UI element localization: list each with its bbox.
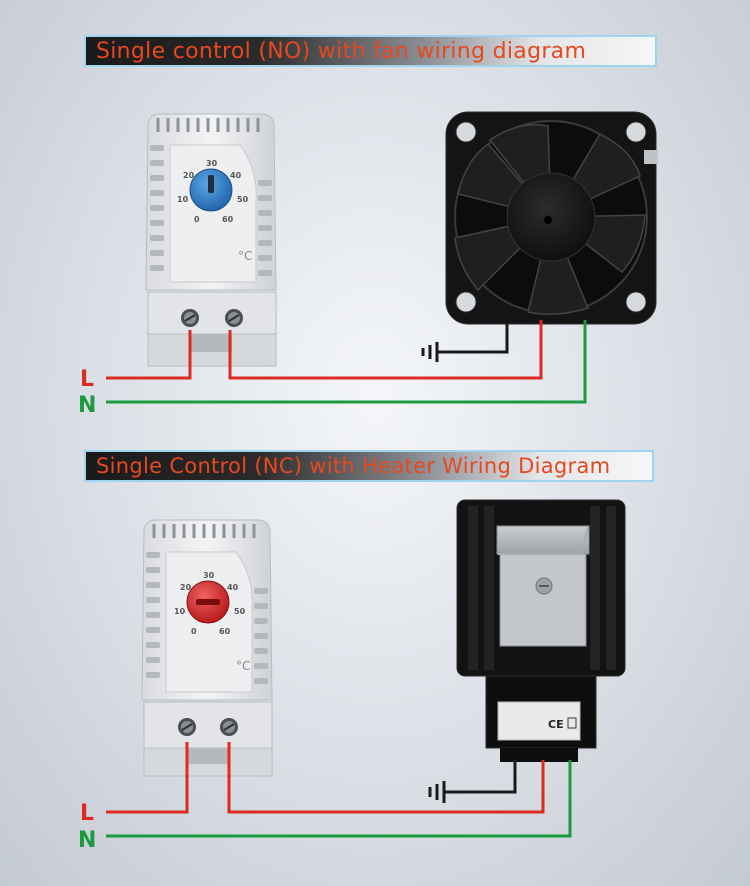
thermostat-no: 20 30 40 10 50 0 60 °C — [145, 113, 277, 367]
live-wire-in — [106, 330, 192, 380]
wiring-no — [106, 320, 587, 404]
svg-text:0: 0 — [194, 215, 200, 224]
line-label: L — [80, 801, 94, 826]
enclosure-heater: CE — [456, 499, 626, 762]
diagram-title-heater: Single Control (NC) with Heater Wiring D… — [96, 454, 611, 478]
svg-text:20: 20 — [183, 171, 195, 180]
terminal-screw-icon — [225, 309, 243, 327]
svg-text:50: 50 — [237, 195, 249, 204]
live-wire-in — [106, 742, 189, 814]
wiring-nc — [106, 742, 572, 838]
ground-symbol-icon — [428, 781, 446, 803]
svg-text:40: 40 — [227, 583, 239, 592]
live-wire-fan — [228, 320, 543, 380]
ground-wire — [445, 760, 517, 794]
svg-text:50: 50 — [234, 607, 246, 616]
title-bar-fan: Single control (NO) with fan wiring diag… — [84, 35, 657, 67]
terminal-screw-icon — [178, 718, 196, 736]
diagram-title-fan: Single control (NO) with fan wiring diag… — [96, 38, 587, 64]
svg-text:40: 40 — [230, 171, 242, 180]
dial-scale-no: 20 30 40 10 50 0 60 — [177, 159, 249, 224]
svg-text:10: 10 — [177, 195, 189, 204]
svg-text:10: 10 — [174, 607, 186, 616]
svg-text:30: 30 — [206, 159, 218, 168]
neutral-label: N — [78, 828, 96, 853]
neutral-wire — [106, 320, 587, 404]
title-bar-heater: Single Control (NC) with Heater Wiring D… — [84, 450, 654, 482]
dial-scale-nc: 20 30 40 10 50 0 60 — [174, 571, 246, 636]
unit-label: °C — [238, 249, 252, 263]
ce-mark: CE — [548, 718, 564, 731]
terminal-screw-icon — [220, 718, 238, 736]
svg-text:60: 60 — [222, 215, 234, 224]
neutral-wire — [106, 760, 572, 838]
terminal-screw-icon — [181, 309, 199, 327]
cooling-fan — [445, 111, 658, 325]
ground-wire — [438, 322, 509, 354]
neutral-label: N — [78, 393, 96, 418]
ground-symbol-icon — [421, 342, 439, 362]
svg-text:0: 0 — [191, 627, 197, 636]
live-wire-heater — [227, 742, 545, 814]
svg-text:30: 30 — [203, 571, 215, 580]
svg-text:60: 60 — [219, 627, 231, 636]
thermostat-nc: 20 30 40 10 50 0 60 °C — [141, 519, 273, 777]
svg-text:20: 20 — [180, 583, 192, 592]
unit-label: °C — [236, 659, 250, 673]
line-label: L — [80, 367, 94, 392]
